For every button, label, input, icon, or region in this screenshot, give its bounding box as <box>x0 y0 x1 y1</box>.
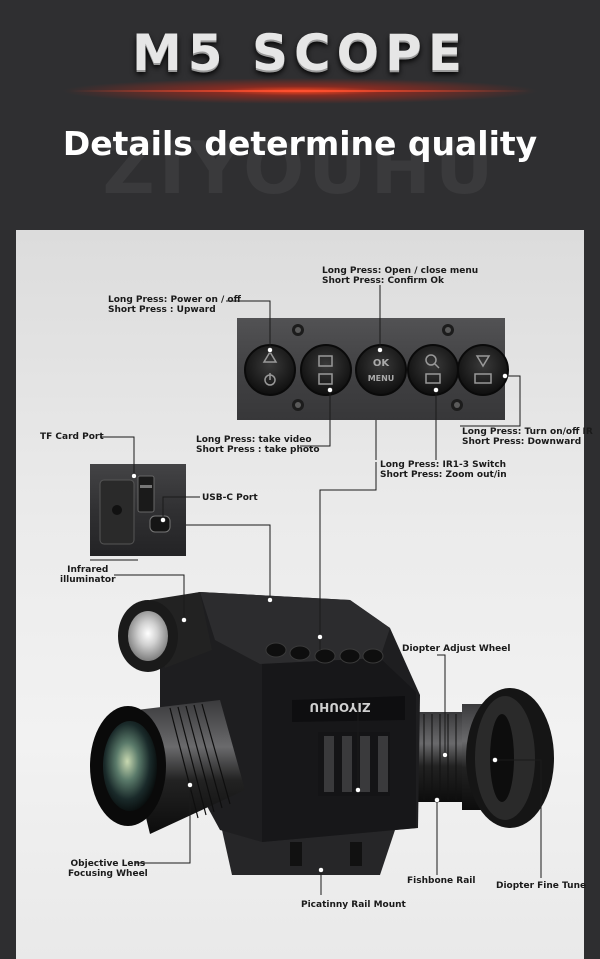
diopter-fine-callout: Diopter Fine Tune <box>496 881 587 891</box>
objective-callout: Objective Lens Focusing Wheel <box>68 859 148 879</box>
power-callout: Long Press: Power on / off Short Press :… <box>108 295 241 315</box>
callout-dots <box>131 347 508 873</box>
ir-callout: Long Press: Turn on/off IR Short Press: … <box>462 427 593 447</box>
menu-label: MENU <box>368 374 395 383</box>
camera-button <box>300 344 352 396</box>
usb-c-callout: USB-C Port <box>202 493 258 503</box>
picatinny-callout: Picatinny Rail Mount <box>301 900 406 910</box>
zoom-callout: Long Press: IR1-3 Switch Short Press: Zo… <box>380 460 507 480</box>
title-glow-line <box>70 90 530 92</box>
ok-label: OK <box>373 358 391 369</box>
page-title: M5 SCOPE <box>132 24 468 82</box>
tf-card-callout: TF Card Port <box>40 432 104 442</box>
button-panel-closeup: OK MENU <box>237 318 509 420</box>
header-banner: ZIYOUHU M5 SCOPE Details determine quali… <box>0 0 600 230</box>
page-subtitle: Details determine quality <box>62 124 538 163</box>
brand-watermark: ZIYOUHU <box>102 126 498 210</box>
ok-menu-button: OK MENU <box>355 344 407 396</box>
brand-mark: ZIYOUHU <box>309 700 370 714</box>
zoom-button <box>407 344 459 396</box>
fishbone-callout: Fishbone Rail <box>407 876 476 886</box>
diopter-wheel-callout: Diopter Adjust Wheel <box>402 644 511 654</box>
ir-down-button <box>457 344 509 396</box>
infrared-callout: Infrared illuminator <box>60 565 116 585</box>
video-callout: Long Press: take video Short Press : tak… <box>196 435 320 455</box>
ports-closeup <box>90 464 186 556</box>
scope-body: ZIYOUHU <box>90 592 554 875</box>
callout-lines <box>90 285 542 895</box>
ok-callout: Long Press: Open / close menu Short Pres… <box>322 266 479 286</box>
